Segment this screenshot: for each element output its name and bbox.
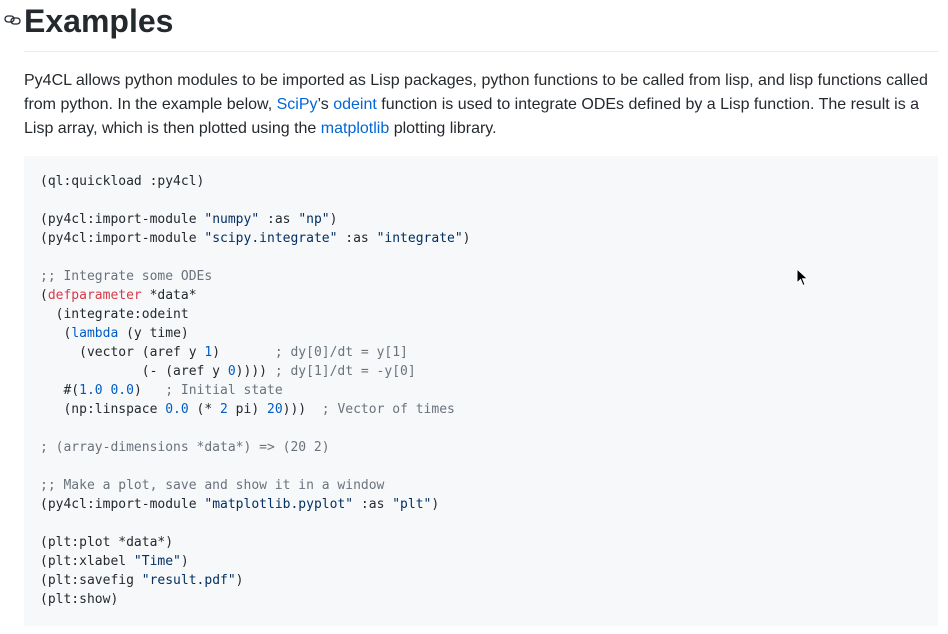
code-token-plain: ( (40, 326, 72, 341)
odeint-link[interactable]: odeint (333, 96, 377, 113)
code-line: #(1.0 0.0) ; Initial state (40, 381, 922, 400)
code-line: (plt:plot *data*) (40, 533, 922, 552)
code-token-comment: ; Vector of times (321, 402, 455, 417)
code-token-plain: ( (40, 288, 48, 303)
code-token-plain: ) (431, 497, 440, 512)
code-line: (plt:show) (40, 590, 922, 609)
code-token-number: 2 (220, 402, 228, 417)
code-token-plain: (plt:savefig (40, 573, 142, 588)
code-line: (ql:quickload :py4cl) (40, 172, 922, 191)
code-line (40, 514, 922, 533)
code-line: (plt:xlabel "Time") (40, 552, 922, 571)
code-token-builtin: lambda (71, 326, 119, 341)
code-token-plain: (plt:xlabel (40, 554, 134, 569)
code-listing: (ql:quickload :py4cl) (py4cl:import-modul… (40, 172, 922, 609)
code-token-plain: ) (212, 345, 275, 360)
code-token-string: "numpy" (204, 212, 260, 227)
code-token-plain: (* (188, 402, 221, 417)
code-token-plain: ))) (282, 402, 322, 417)
code-token-plain: (py4cl:import-module (40, 212, 205, 227)
code-token-string: "scipy.integrate" (204, 231, 338, 246)
code-token-plain: )))) (235, 364, 275, 379)
code-token-number: 0.0 (165, 402, 189, 417)
code-line: ;; Integrate some ODEs (40, 267, 922, 286)
mouse-pointer-icon (796, 267, 810, 288)
code-token-plain: ) (133, 383, 166, 398)
code-line: (- (aref y 0)))) ; dy[1]/dt = -y[0] (40, 362, 922, 381)
code-token-plain: ) (180, 554, 189, 569)
code-token-number: 1 (204, 345, 213, 360)
intro-text-2: ’s (317, 96, 334, 113)
code-line: (vector (aref y 1) ; dy[0]/dt = y[1] (40, 343, 922, 362)
scipy-link[interactable]: SciPy (276, 96, 318, 113)
code-token-plain: pi) (227, 402, 267, 417)
code-token-string: "result.pdf" (141, 573, 236, 588)
code-line: (lambda (y time) (40, 324, 922, 343)
code-token-string: "matplotlib.pyplot" (204, 497, 354, 512)
code-token-plain: (plt:plot *data*) (40, 535, 174, 550)
code-token-plain: (plt:show) (40, 592, 119, 607)
matplotlib-link[interactable]: matplotlib (320, 120, 390, 137)
code-token-plain: (integrate:odeint (40, 307, 189, 322)
code-line: (defparameter *data* (40, 286, 922, 305)
intro-text-1: Py4CL allows python modules to be import… (24, 72, 928, 113)
code-line: ; (array-dimensions *data*) => (20 2) (40, 438, 922, 457)
code-line (40, 191, 922, 210)
code-token-plain: (ql:quickload :py4cl) (40, 174, 205, 189)
code-token-string: "plt" (392, 497, 432, 512)
code-token-plain: (- (aref y (40, 364, 228, 379)
code-token-plain: :as (259, 212, 299, 227)
code-line (40, 419, 922, 438)
code-token-comment: ; dy[0]/dt = y[1] (274, 345, 408, 360)
code-token-string: "integrate" (376, 231, 463, 246)
code-token-plain: :as (353, 497, 393, 512)
intro-text-3: function is used to integrate ODEs defin… (24, 96, 920, 137)
code-token-plain: (py4cl:import-module (40, 497, 205, 512)
code-token-string: "np" (298, 212, 330, 227)
code-token-number: 0 (227, 364, 236, 379)
intro-paragraph: Py4CL allows python modules to be import… (24, 69, 929, 141)
code-token-plain: :as (337, 231, 377, 246)
code-line (40, 457, 922, 476)
section-heading: Examples (24, 3, 174, 39)
code-token-number: 0.0 (110, 383, 134, 398)
code-line: (py4cl:import-module "matplotlib.pyplot"… (40, 495, 922, 514)
code-token-string: "Time" (133, 554, 181, 569)
code-token-comment: ;; Integrate some ODEs (40, 269, 213, 284)
code-token-plain: ) (235, 573, 244, 588)
code-line: (np:linspace 0.0 (* 2 pi) 20))) ; Vector… (40, 400, 922, 419)
code-token-keyword: defparameter (47, 288, 142, 303)
code-line: (py4cl:import-module "numpy" :as "np") (40, 210, 922, 229)
code-token-comment: ; (array-dimensions *data*) => (20 2) (40, 440, 330, 455)
heading-divider (24, 51, 938, 52)
code-token-number: 1.0 (79, 383, 103, 398)
code-token-plain: #( (40, 383, 80, 398)
intro-text-4: plotting library. (389, 120, 497, 137)
code-token-plain: (y time) (118, 326, 189, 341)
code-token-comment: ; Initial state (165, 383, 283, 398)
code-line: (plt:savefig "result.pdf") (40, 571, 922, 590)
code-token-plain: (vector (aref y (40, 345, 205, 360)
code-token-number: 20 (267, 402, 283, 417)
link-icon[interactable] (4, 13, 22, 27)
code-token-plain: (np:linspace (40, 402, 166, 417)
code-line (40, 248, 922, 267)
code-token-comment: ; dy[1]/dt = -y[0] (274, 364, 416, 379)
code-line: (py4cl:import-module "scipy.integrate" :… (40, 229, 922, 248)
code-token-plain: (py4cl:import-module (40, 231, 205, 246)
code-token-plain: ) (462, 231, 471, 246)
code-token-plain: *data* (141, 288, 197, 303)
code-block[interactable]: (ql:quickload :py4cl) (py4cl:import-modul… (24, 156, 938, 626)
code-token-plain: ) (329, 212, 338, 227)
code-token-comment: ;; Make a plot, save and show it in a wi… (40, 478, 385, 493)
code-line: ;; Make a plot, save and show it in a wi… (40, 476, 922, 495)
code-line: (integrate:odeint (40, 305, 922, 324)
